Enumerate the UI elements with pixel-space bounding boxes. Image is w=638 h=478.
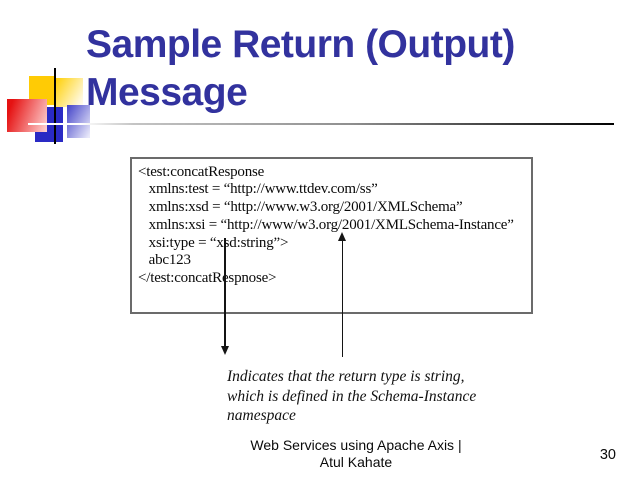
code-line: </test:concatRespnose> <box>138 270 277 287</box>
code-line: xsi:type = “xsd:string”> <box>138 234 289 251</box>
code-line: xmlns:xsd = “http://www.w3.org/2001/XMLS… <box>138 199 463 216</box>
code-line: abc123 <box>138 252 191 269</box>
xml-code-box: <test:concatResponse xmlns:test = “http:… <box>130 157 533 314</box>
annotation-line3: namespace <box>227 407 296 425</box>
code-line: xmlns:xsi = “http://www/w3.org/2001/XMLS… <box>138 216 514 233</box>
footer-text: Web Services using Apache Axis | Atul Ka… <box>156 437 556 470</box>
up-arrow-icon <box>338 232 346 241</box>
annotation-line1: Indicates that the return type is string… <box>227 368 465 385</box>
footer-line2: Atul Kahate <box>319 453 393 470</box>
connector-line-left <box>224 238 226 346</box>
slide-title-line1: Sample Return (Output) <box>86 23 515 66</box>
footer-line1: Web Services using Apache Axis | <box>250 437 462 453</box>
down-arrow-icon <box>220 346 229 355</box>
title-underline-rule <box>28 122 614 125</box>
connector-line-right <box>341 241 343 357</box>
logo-red-square-icon <box>7 99 47 132</box>
code-line: <test:concatResponse <box>138 163 265 180</box>
code-line: xmlns:test = “http://www.ttdev.com/ss” <box>138 181 378 198</box>
annotation-note: Indicates that the return type is string… <box>227 367 476 426</box>
logo-blue-gradient-square-icon <box>67 105 90 138</box>
slide-title: Sample Return (Output) Message <box>86 21 515 117</box>
slide-title-line2: Message <box>86 71 248 114</box>
page-number: 30 <box>599 447 616 463</box>
logo-vertical-line <box>53 68 56 144</box>
annotation-line2: which is defined in the Schema-Instance <box>227 387 477 405</box>
logo-yellow-gradient-square-icon <box>56 78 83 107</box>
